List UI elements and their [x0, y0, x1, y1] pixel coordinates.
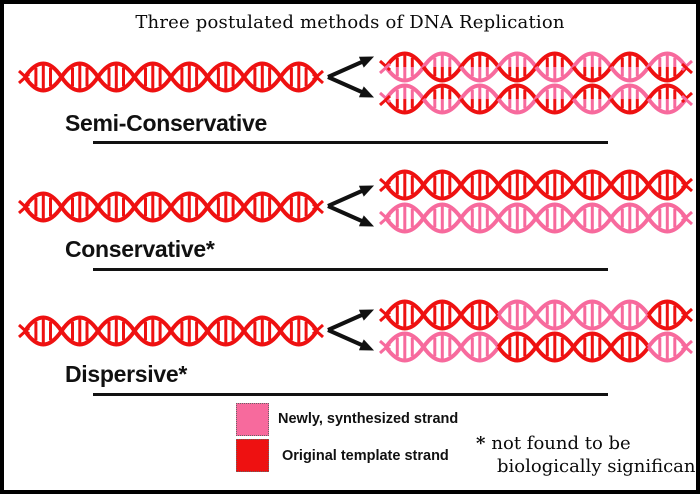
dna-helix-result2-dispersive — [379, 331, 693, 363]
legend-swatch-template-strand — [236, 439, 269, 472]
dna-helix-result1-conservative — [379, 169, 693, 201]
divider-line — [93, 268, 608, 271]
label-semi-conservative: Semi-Conservative — [65, 110, 267, 136]
dna-helix-source-dispersive — [18, 315, 324, 347]
split-arrows-icon — [327, 309, 375, 351]
label-dispersive: Dispersive* — [65, 361, 187, 387]
dna-helix-source-semi-conservative — [18, 61, 324, 93]
diagram-title: Three postulated methods of DNA Replicat… — [135, 12, 565, 33]
dna-helix-result2-semi-conservative — [379, 83, 693, 115]
legend-swatch-new-strand — [236, 403, 269, 436]
dna-helix-source-conservative — [18, 191, 324, 223]
dna-helix-result1-dispersive — [379, 299, 693, 331]
footnote-line2: biologically significant — [497, 455, 700, 477]
dna-helix-result2-conservative — [379, 202, 693, 234]
dna-helix-result1-semi-conservative — [379, 51, 693, 83]
label-conservative: Conservative* — [65, 236, 215, 262]
divider-line — [93, 141, 608, 144]
footnote: *not found to be biologically significan… — [476, 433, 700, 478]
split-arrows-icon — [327, 185, 375, 227]
split-arrows-icon — [327, 56, 375, 98]
legend-label-new-strand: Newly, synthesized strand — [278, 411, 459, 427]
asterisk-symbol: * — [476, 433, 486, 454]
legend-label-template-strand: Original template strand — [282, 448, 449, 464]
footnote-line1: not found to be — [491, 433, 631, 454]
divider-line — [93, 393, 608, 396]
